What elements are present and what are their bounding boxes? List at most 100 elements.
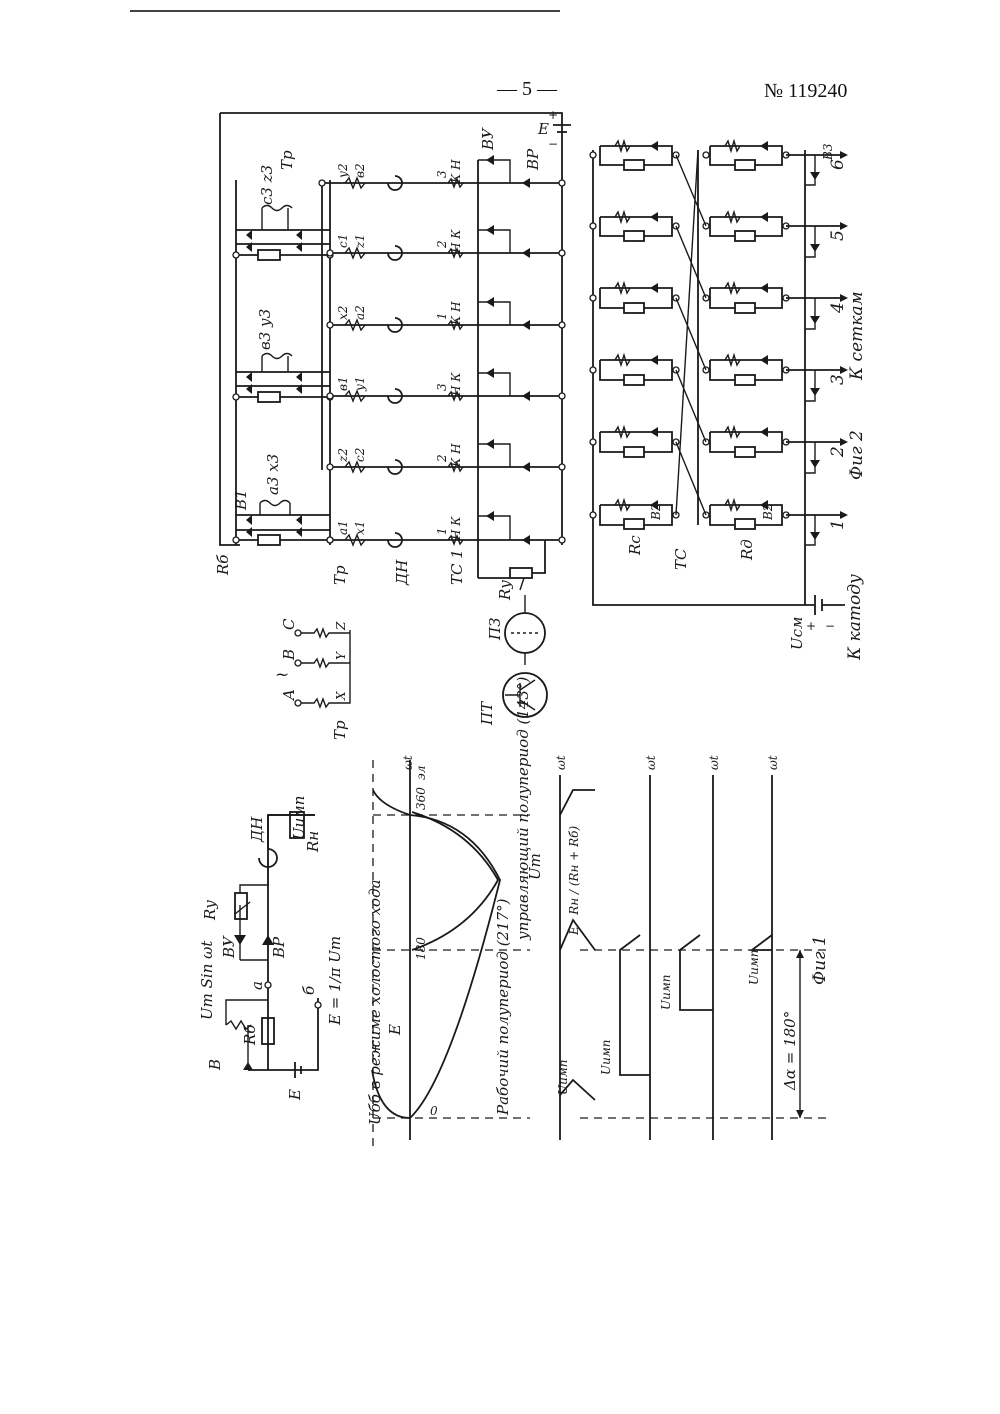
label-fig1-b: б <box>300 985 318 995</box>
label-wt-5: ωt <box>766 755 780 770</box>
label-Rc: Rс <box>626 535 644 556</box>
label-fig1-E-formula: E = 1/π Um <box>326 936 344 1026</box>
label-wt-3: ωt <box>644 755 658 770</box>
label-B3: В3 <box>821 143 835 161</box>
svg-text:1: 1 <box>828 519 848 530</box>
svg-text:в2: в2 <box>353 163 367 178</box>
svg-text:Н К: Н К <box>449 372 463 397</box>
svg-text:A: A <box>280 689 298 702</box>
svg-text:у2: у2 <box>336 163 350 179</box>
winding-labels: a1 x1 z2 c2 в1 у1 x2 a2 c1 z1 у2 в2 1 2 … <box>336 159 463 541</box>
svg-text:C: C <box>280 618 298 630</box>
tick-0: 0 <box>430 1104 438 1118</box>
label-Rb: Rб <box>214 554 232 576</box>
fig2-main-circuit: E + − <box>214 108 571 740</box>
svg-text:4: 4 <box>828 302 848 314</box>
svg-text:z2: z2 <box>336 448 350 463</box>
svg-text:2: 2 <box>828 446 848 458</box>
control-half: управляющий полупериод (143°) <box>514 677 532 941</box>
label-wt-4: ωt <box>707 755 721 770</box>
fig1-graphs: Um E 0 180 360 эл ωt Uбб в режиме холост… <box>366 677 830 1150</box>
label-wt-2: ωt <box>554 755 568 770</box>
label-Uimp-4: Uимп <box>747 949 761 985</box>
label-to-grids: К сеткам <box>847 291 867 381</box>
label-fig1-B: В <box>206 1059 224 1071</box>
label-source: Um Sin ωt <box>198 940 216 1020</box>
fig1-caption: Фиг 1 <box>810 935 830 985</box>
label-ratio: E · Rн / (Rн + Rб) <box>567 826 581 936</box>
svg-text:2: 2 <box>435 454 449 463</box>
label-fig1-VU: ВУ <box>220 935 238 959</box>
label-Uimp-2: Uимп <box>599 1039 613 1075</box>
svg-text:у1: у1 <box>353 376 367 392</box>
label-Tr-top: Тр <box>278 150 296 170</box>
svg-text:Y: Y <box>334 651 348 660</box>
transformer-primary: A B C X Y Z ~ Тр <box>275 618 350 740</box>
working-half: Рабочий полупериод (217°) <box>494 898 512 1116</box>
label-b3y3: в3 у3 <box>256 309 274 350</box>
fig1-schematic: В Um Sin ωt Rб а б ВУ ВР Rу ДН Rн Uимп E… <box>198 796 344 1101</box>
svg-text:К Н: К Н <box>449 301 463 326</box>
svg-text:3: 3 <box>435 170 449 178</box>
label-DN: ДН <box>393 559 411 586</box>
svg-text:К Н: К Н <box>449 443 463 468</box>
tube-PZ-icon: ПЗ <box>486 595 545 665</box>
tick-180: 180 <box>414 937 428 960</box>
label-a3x3: а3 х3 <box>264 454 282 495</box>
svg-text:+: + <box>548 108 558 122</box>
label-Ucm: Uсм <box>788 617 806 650</box>
svg-text:a2: a2 <box>353 305 367 320</box>
label-Tr: Тр <box>331 565 349 585</box>
fig2-grid-network: 1 2 3 4 5 6 + − Rс ТС Rд В2 В2 В3 Uсм К … <box>590 141 867 661</box>
tick-360: 360 <box>414 787 428 810</box>
svg-text:a1: a1 <box>336 520 350 535</box>
svg-text:c1: c1 <box>336 234 350 248</box>
svg-text:Н К: Н К <box>449 229 463 254</box>
svg-text:−: − <box>825 619 835 633</box>
svg-text:Н К: Н К <box>449 516 463 541</box>
label-VU: ВУ <box>479 127 497 151</box>
label-fig1-a: а <box>248 981 266 990</box>
label-fig1-Uimp-out: Uимп <box>290 796 308 840</box>
svg-text:в1: в1 <box>336 376 350 391</box>
tube-PT-icon: ПТ <box>478 673 547 726</box>
channel-rows <box>319 176 470 547</box>
Ry-resistor <box>510 568 532 578</box>
svg-text:5: 5 <box>828 230 848 241</box>
svg-text:z1: z1 <box>353 234 367 249</box>
fig2-caption: Фиг 2 <box>847 430 867 480</box>
bridge-block-3 <box>233 206 333 261</box>
label-wt-1: ωt <box>401 755 415 770</box>
svg-text:3: 3 <box>828 374 848 385</box>
svg-text:−: − <box>548 137 558 151</box>
label-fig1-DN: ДН <box>248 816 266 843</box>
svg-text:3: 3 <box>435 383 449 391</box>
label-B2-left: В2 <box>649 504 663 521</box>
label-Tr-primary: Тр <box>331 720 349 740</box>
svg-text:2: 2 <box>435 240 449 249</box>
svg-text:1: 1 <box>435 312 449 320</box>
svg-text:Z: Z <box>334 621 348 631</box>
label-VR: ВР <box>524 148 542 171</box>
svg-text:x1: x1 <box>353 521 367 535</box>
unit-el: эл <box>414 766 428 780</box>
svg-text:X: X <box>334 691 348 701</box>
label-TC: ТС <box>672 548 690 570</box>
svg-text:B: B <box>280 649 298 661</box>
label-TC1: ТС 1 <box>448 549 466 585</box>
label-B2-right: В2 <box>761 504 775 521</box>
label-B1: В1 <box>232 489 250 511</box>
label-fig1-Ry: Rу <box>201 900 219 921</box>
label-c3z3: с3 z3 <box>258 165 276 205</box>
label-Rd: Rд <box>738 539 756 561</box>
svg-text:ПЗ: ПЗ <box>486 618 504 641</box>
svg-text:+: + <box>806 619 816 633</box>
label-fig1-Rb: Rб <box>241 1024 259 1046</box>
label-Uimp-3: Uимп <box>659 974 673 1010</box>
svg-text:ПТ: ПТ <box>478 701 496 726</box>
tilde-icon: ~ <box>275 665 289 685</box>
svg-text:c2: c2 <box>353 448 367 462</box>
label-E: E <box>537 120 549 138</box>
